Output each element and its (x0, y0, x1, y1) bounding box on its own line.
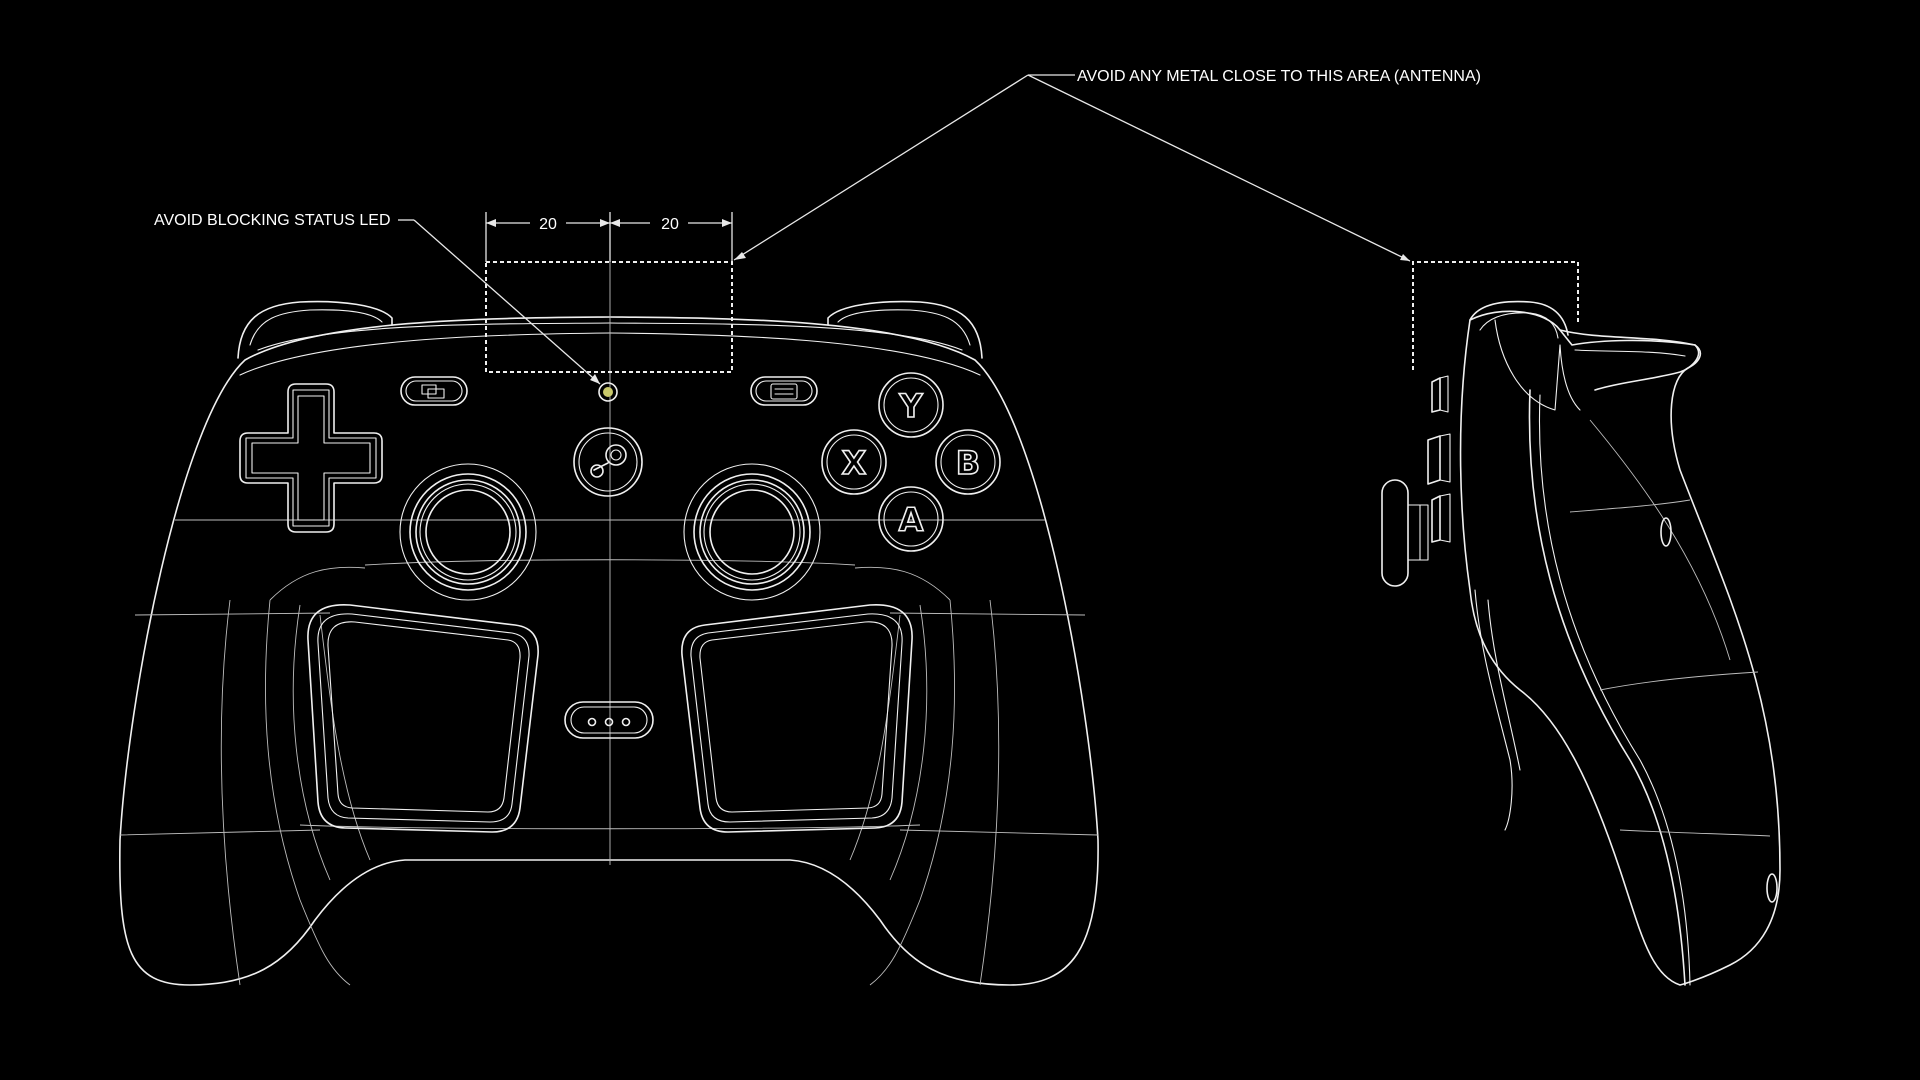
side-band-2 (1599, 671, 1759, 691)
right-bumper (827, 300, 983, 359)
menu-button[interactable] (750, 376, 818, 406)
right-trackpad[interactable] (681, 604, 913, 833)
button-a[interactable]: A (878, 486, 944, 552)
button-y-label: Y (898, 387, 923, 425)
steam-logo-icon (590, 444, 627, 478)
side-bumper-inner (1479, 312, 1559, 339)
antenna-zone-side (1412, 261, 1579, 370)
grip-inner-right-3 (979, 599, 1000, 986)
left-bumper-inner (249, 309, 383, 346)
side-body-outline (1459, 310, 1781, 986)
side-band-3 (1619, 829, 1771, 837)
left-thumbstick[interactable] (399, 463, 537, 601)
button-b[interactable]: B (935, 429, 1001, 495)
right-thumbstick[interactable] (683, 463, 821, 601)
side-grip-line (1589, 419, 1731, 661)
button-b-label: B (956, 444, 980, 482)
quick-access-button[interactable] (564, 701, 654, 739)
side-lower-line (1474, 589, 1513, 831)
front-view: Y X B A (118, 212, 1099, 986)
view-button[interactable] (400, 376, 468, 406)
antenna-zone-front (485, 261, 733, 373)
led-annotation: AVOID BLOCKING STATUS LED (154, 212, 391, 229)
led-icon (598, 382, 618, 402)
button-y[interactable]: Y (878, 372, 944, 438)
side-face-curve (1528, 389, 1686, 986)
menu-icon (770, 383, 798, 400)
grip-inner-left-3 (220, 599, 241, 986)
left-trackpad[interactable] (307, 604, 539, 833)
surface-line-right (854, 566, 951, 601)
grip-inner-left (265, 599, 351, 986)
center-lower-frame (319, 614, 901, 861)
surface-horizontal-2 (119, 829, 1099, 836)
side-lower-line-2 (1487, 599, 1521, 771)
grip-inner-right (869, 599, 955, 986)
d-pad (239, 383, 383, 533)
grip-inner-left-2 (292, 604, 331, 881)
side-band-1 (1569, 499, 1691, 513)
dots-icon (587, 717, 631, 727)
side-view (1381, 261, 1781, 986)
surface-horizontal-1 (134, 612, 1086, 616)
right-bumper-inner (837, 309, 971, 346)
side-bumper (1469, 300, 1569, 336)
home-button[interactable] (573, 427, 643, 497)
side-trigger (1559, 329, 1700, 391)
dimension-right: 20 (661, 216, 679, 233)
button-x-label: X (842, 444, 867, 482)
side-face-buttons (1427, 375, 1451, 543)
button-a-label: A (899, 501, 924, 539)
antenna-annotation: AVOID ANY METAL CLOSE TO THIS AREA (ANTE… (1077, 68, 1481, 85)
dimension-left: 20 (539, 216, 557, 233)
surface-line-left (269, 566, 366, 601)
led-leader-line (398, 219, 601, 385)
side-trigger-inner (1574, 349, 1686, 357)
controller-body-outline (118, 316, 1099, 986)
side-face-curve-2 (1538, 394, 1691, 986)
side-shoulder-line (1494, 319, 1561, 411)
view-icon (421, 384, 445, 399)
side-hole-2 (1766, 873, 1778, 903)
left-bumper (237, 300, 393, 359)
grip-inner-right-2 (889, 604, 928, 881)
side-hole-1 (1660, 517, 1672, 547)
side-thumbstick (1381, 479, 1429, 587)
button-x[interactable]: X (821, 429, 887, 495)
antenna-leader-lines (733, 74, 1411, 262)
dimension-lines: 20 20 (485, 212, 733, 262)
side-shoulder-line-2 (1559, 344, 1581, 411)
